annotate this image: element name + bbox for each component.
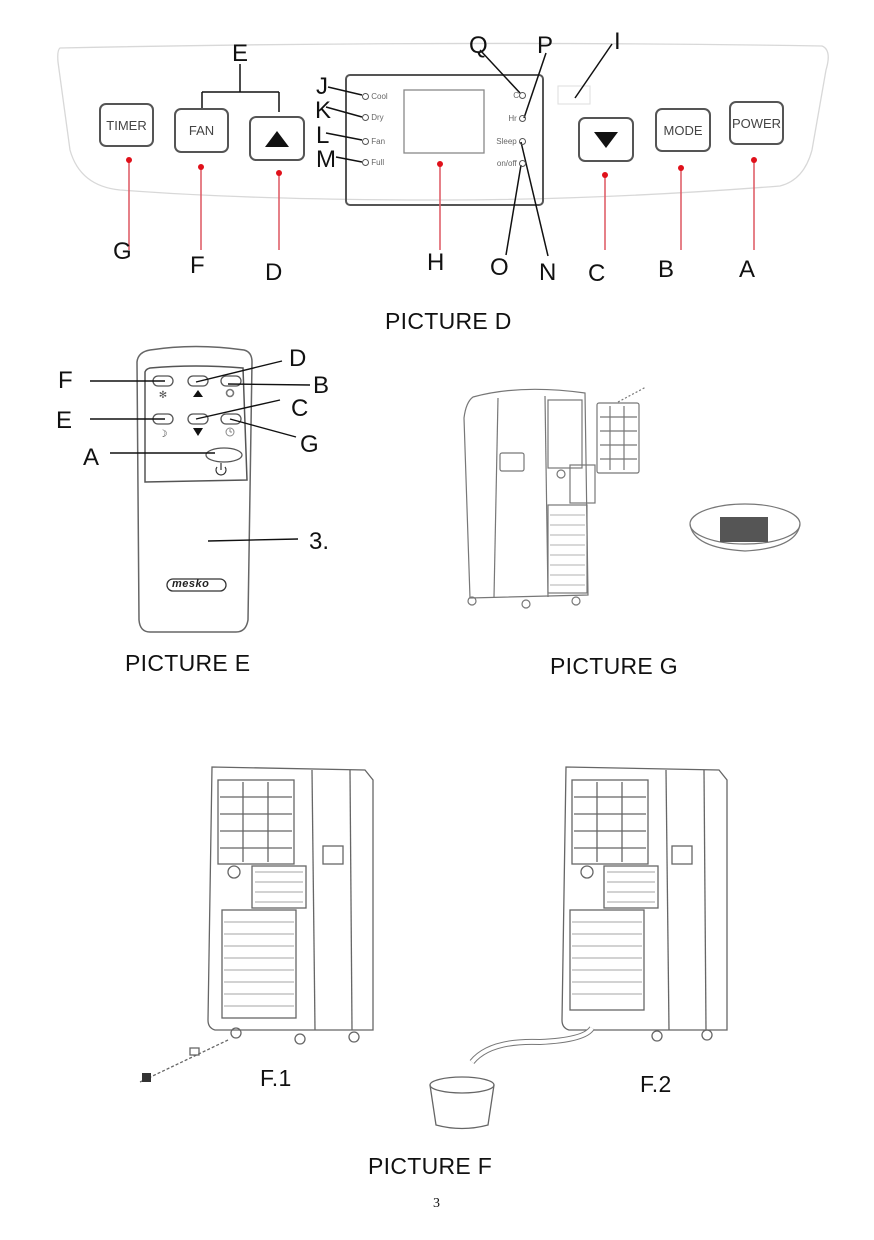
drain-cap — [142, 1073, 151, 1082]
timer-button[interactable]: TIMER — [99, 103, 154, 147]
f2-label: F.2 — [640, 1071, 672, 1097]
callout-b: B — [658, 256, 675, 283]
fan-button[interactable]: FAN — [174, 108, 229, 153]
remote-control-drawing: ✻ ☽ — [90, 345, 311, 633]
indicator-label: on/off — [496, 159, 517, 168]
mode-button-label: MODE — [663, 122, 703, 138]
indicator-celsius: C — [513, 91, 526, 100]
callout-k: K — [315, 97, 332, 124]
callout-p: P — [537, 32, 554, 59]
indicator-label: Hr — [508, 114, 517, 123]
callout-c: C — [291, 395, 309, 422]
unit-f1 — [139, 766, 374, 1083]
led-icon — [519, 115, 526, 122]
power-icon — [215, 463, 227, 476]
callout-3: 3. — [309, 528, 330, 555]
picture-d-caption: PICTURE D — [385, 308, 512, 334]
f1-label: F.1 — [260, 1065, 292, 1091]
indicator-label: Cool — [371, 92, 388, 101]
down-button[interactable] — [578, 117, 634, 162]
indicator-label: Dry — [371, 113, 384, 122]
callout-g: G — [113, 238, 132, 265]
callout-f: F — [58, 367, 73, 394]
led-icon — [362, 114, 369, 121]
indicator-fan: Fan — [362, 137, 385, 146]
power-button-label: POWER — [731, 115, 782, 131]
up-button[interactable] — [249, 116, 305, 161]
callout-f: F — [190, 252, 205, 279]
triangle-down-icon — [594, 131, 618, 148]
triangle-down-icon — [193, 428, 203, 436]
clock-icon — [225, 427, 235, 437]
callout-h: H — [427, 249, 445, 276]
picture-f-caption: PICTURE F — [368, 1153, 493, 1179]
callout-e: E — [56, 407, 73, 434]
callout-n: N — [539, 259, 557, 286]
callout-l: L — [316, 122, 330, 149]
moon-icon: ☽ — [159, 429, 168, 440]
led-icon — [362, 159, 369, 166]
callout-c: C — [588, 260, 606, 287]
callout-o: O — [490, 254, 509, 281]
callout-a: A — [83, 444, 100, 471]
filter-in-water — [720, 517, 768, 542]
callout-b: B — [313, 372, 330, 399]
callout-e: E — [232, 40, 249, 67]
timer-button-label: TIMER — [106, 117, 147, 133]
fan-icon: ✻ — [159, 390, 167, 401]
control-panel-outline — [57, 42, 829, 257]
mesko-logo: mesko — [172, 578, 210, 590]
callout-d: D — [289, 345, 307, 372]
indicator-dry: Dry — [362, 113, 384, 122]
led-icon — [519, 92, 526, 99]
led-icon — [362, 93, 369, 100]
callout-a: A — [739, 256, 756, 283]
indicator-sleep: Sleep — [496, 137, 526, 146]
callout-i: I — [614, 28, 621, 55]
indicator-label: C — [513, 91, 519, 100]
callout-g: G — [300, 431, 319, 458]
fan-button-label: FAN — [188, 123, 215, 138]
led-icon — [519, 160, 526, 167]
led-icon — [362, 138, 369, 145]
picture-e-caption: PICTURE E — [125, 650, 251, 676]
callout-q: Q — [469, 32, 488, 59]
indicator-full: Full — [362, 158, 384, 167]
circle-icon — [225, 388, 235, 398]
mode-button[interactable]: MODE — [655, 108, 711, 152]
unit-filter-drawing — [463, 386, 801, 609]
indicator-label: Sleep — [496, 137, 517, 146]
callout-j: J — [316, 73, 328, 100]
indicator-label: Full — [371, 158, 385, 167]
picture-g-caption: PICTURE G — [550, 653, 678, 679]
indicator-hr: Hr — [508, 114, 526, 123]
indicator-cool: Cool — [362, 92, 388, 101]
led-icon — [519, 138, 526, 145]
triangle-up-icon — [265, 130, 289, 147]
triangle-up-icon — [193, 390, 203, 397]
unit-f2 — [429, 766, 728, 1130]
page-number: 3 — [433, 1196, 440, 1211]
indicator-label: Fan — [371, 137, 386, 146]
callout-d: D — [265, 259, 283, 286]
power-button[interactable]: POWER — [729, 101, 784, 145]
indicator-onoff: on/off — [497, 159, 526, 168]
callout-m: M — [316, 146, 336, 173]
